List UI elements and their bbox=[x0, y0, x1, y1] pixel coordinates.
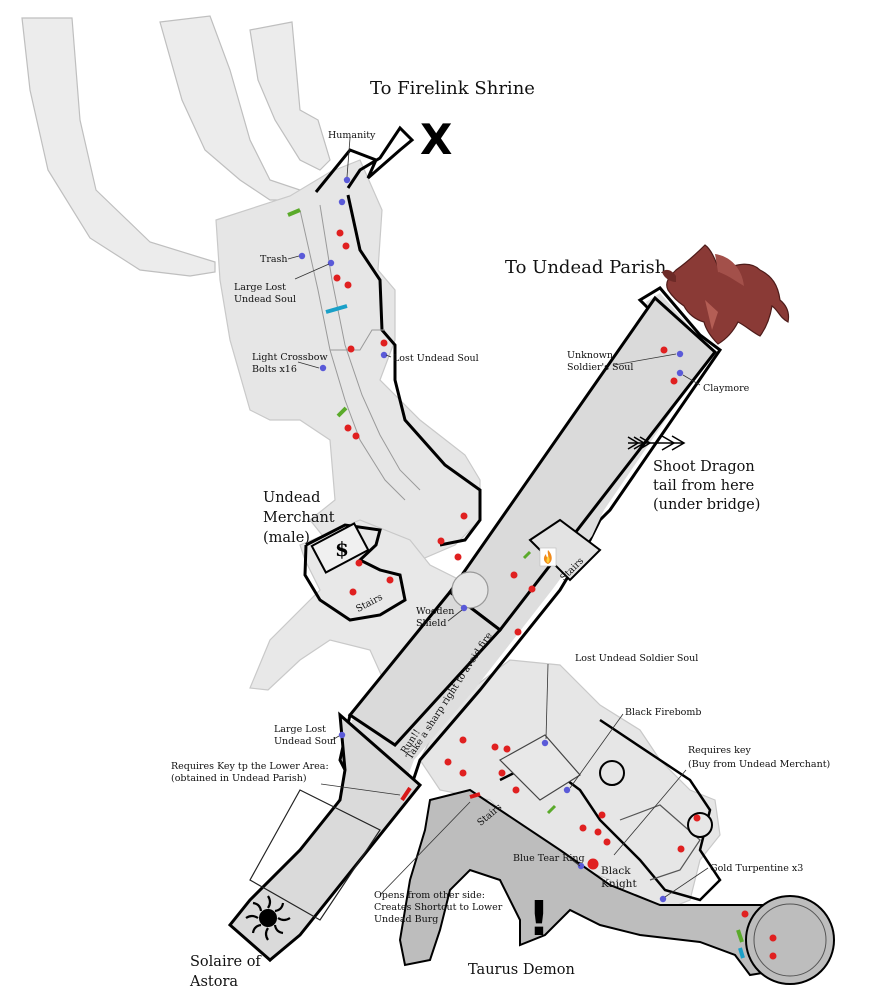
sun-icon bbox=[245, 895, 291, 941]
solaire-inner-rect bbox=[249, 789, 381, 921]
upper-east-wall bbox=[346, 194, 482, 547]
door-red-2 bbox=[469, 792, 481, 799]
requires-key-merchant-line2: (Buy from Undead Merchant) bbox=[688, 759, 830, 770]
round-room-inner-ring bbox=[753, 903, 827, 977]
door-green-2 bbox=[336, 406, 348, 418]
firebomb-room bbox=[499, 734, 581, 801]
merchant-line2: Merchant bbox=[263, 510, 335, 526]
item-large-lost-2-line1: Large Lost bbox=[274, 724, 326, 735]
x-mark-icon: X bbox=[420, 115, 452, 164]
inner-corridor-line-3 bbox=[330, 329, 385, 351]
requires-key-merchant-line1: Requires key bbox=[688, 745, 751, 756]
shoot-dragon-line1: Shoot Dragon bbox=[653, 459, 755, 475]
dragon-icon bbox=[662, 244, 790, 345]
taurus-round-room bbox=[745, 895, 835, 985]
item-lost-undead-soul: Lost Undead Soul bbox=[393, 353, 479, 364]
item-unknown-soldier-line1: Unknown bbox=[567, 350, 613, 361]
shortcut-line3: Undead Burg bbox=[374, 914, 438, 925]
small-round-room bbox=[599, 760, 625, 786]
merchant-line1: Undead bbox=[263, 490, 320, 506]
shoot-dragon-line2: tail from here bbox=[653, 478, 754, 494]
shortcut-line1: Opens from other side: bbox=[374, 890, 485, 901]
black-knight-line2: Knight bbox=[601, 878, 637, 890]
requires-key-lower-line2: (obtained in Undead Parish) bbox=[171, 773, 307, 784]
item-lost-soldier-soul: Lost Undead Soldier Soul bbox=[575, 653, 698, 664]
double-arrow-icon bbox=[627, 435, 686, 451]
shortcut-line2: Creates Shortcut to Lower bbox=[374, 902, 503, 913]
bonfire-icon bbox=[539, 547, 557, 567]
merchant-room-wall bbox=[303, 523, 407, 622]
item-black-firebomb: Black Firebomb bbox=[625, 707, 701, 718]
merchant-line3: (male) bbox=[263, 530, 310, 546]
item-large-lost-1-line1: Large Lost bbox=[234, 282, 286, 293]
item-humanity: Humanity bbox=[328, 130, 376, 141]
upper-hall-floor bbox=[215, 159, 481, 561]
wooden-shield-platform bbox=[451, 571, 489, 609]
inner-corridor-line-2 bbox=[319, 204, 421, 491]
item-claymore: Claymore bbox=[703, 383, 750, 394]
lower-tunnel-floor bbox=[398, 788, 802, 977]
item-gold-turpentine: Gold Turpentine x3 bbox=[710, 863, 803, 874]
door-cyan-1 bbox=[325, 304, 348, 314]
requires-key-lower-line1: Requires Key tp the Lower Area: bbox=[171, 761, 329, 772]
item-wooden-shield-line2: Shield bbox=[416, 618, 446, 629]
black-knight-line1: Black bbox=[601, 865, 631, 877]
door-green-3 bbox=[522, 550, 532, 560]
enemy-markers bbox=[333, 229, 777, 960]
merchant-room-box bbox=[310, 522, 370, 574]
solaire-line2: Astora bbox=[189, 974, 238, 990]
lower-right-wall bbox=[499, 718, 722, 902]
leader-lines bbox=[287, 137, 709, 898]
door-green-1 bbox=[287, 208, 301, 217]
item-unknown-soldier-line2: Soldier's Soul bbox=[567, 362, 633, 373]
item-large-lost-2-line2: Undead Soul bbox=[274, 736, 336, 747]
exclamation-icon: ! bbox=[528, 891, 550, 947]
exit-parish-label: To Undead Parish bbox=[505, 257, 667, 278]
item-trash: Trash bbox=[260, 254, 288, 265]
exit-firelink-label: To Firelink Shrine bbox=[370, 78, 535, 99]
door-cyan-2 bbox=[738, 947, 745, 959]
item-large-lost-1-line2: Undead Soul bbox=[234, 294, 296, 305]
item-blue-tear-ring: Blue Tear Ring bbox=[513, 853, 585, 864]
shoot-dragon-line3: (under bridge) bbox=[653, 497, 760, 513]
item-wooden-shield-line1: Wooden bbox=[416, 606, 454, 617]
merchant-dollar-icon: $ bbox=[335, 537, 349, 561]
inner-corridor-lines bbox=[299, 209, 406, 501]
solaire-line1: Solaire of bbox=[190, 954, 262, 970]
bonfire-nook bbox=[528, 518, 602, 582]
item-crossbow-line1: Light Crossbow bbox=[252, 352, 328, 363]
item-crossbow-line2: Bolts x16 bbox=[252, 364, 297, 375]
door-green-4 bbox=[546, 804, 557, 815]
upper-wall-route bbox=[314, 125, 415, 193]
door-red-1 bbox=[400, 786, 412, 802]
taurus-demon-label: Taurus Demon bbox=[468, 962, 575, 978]
black-knight-room bbox=[619, 804, 701, 881]
door-green-5 bbox=[736, 929, 744, 943]
item-markers bbox=[298, 176, 684, 903]
